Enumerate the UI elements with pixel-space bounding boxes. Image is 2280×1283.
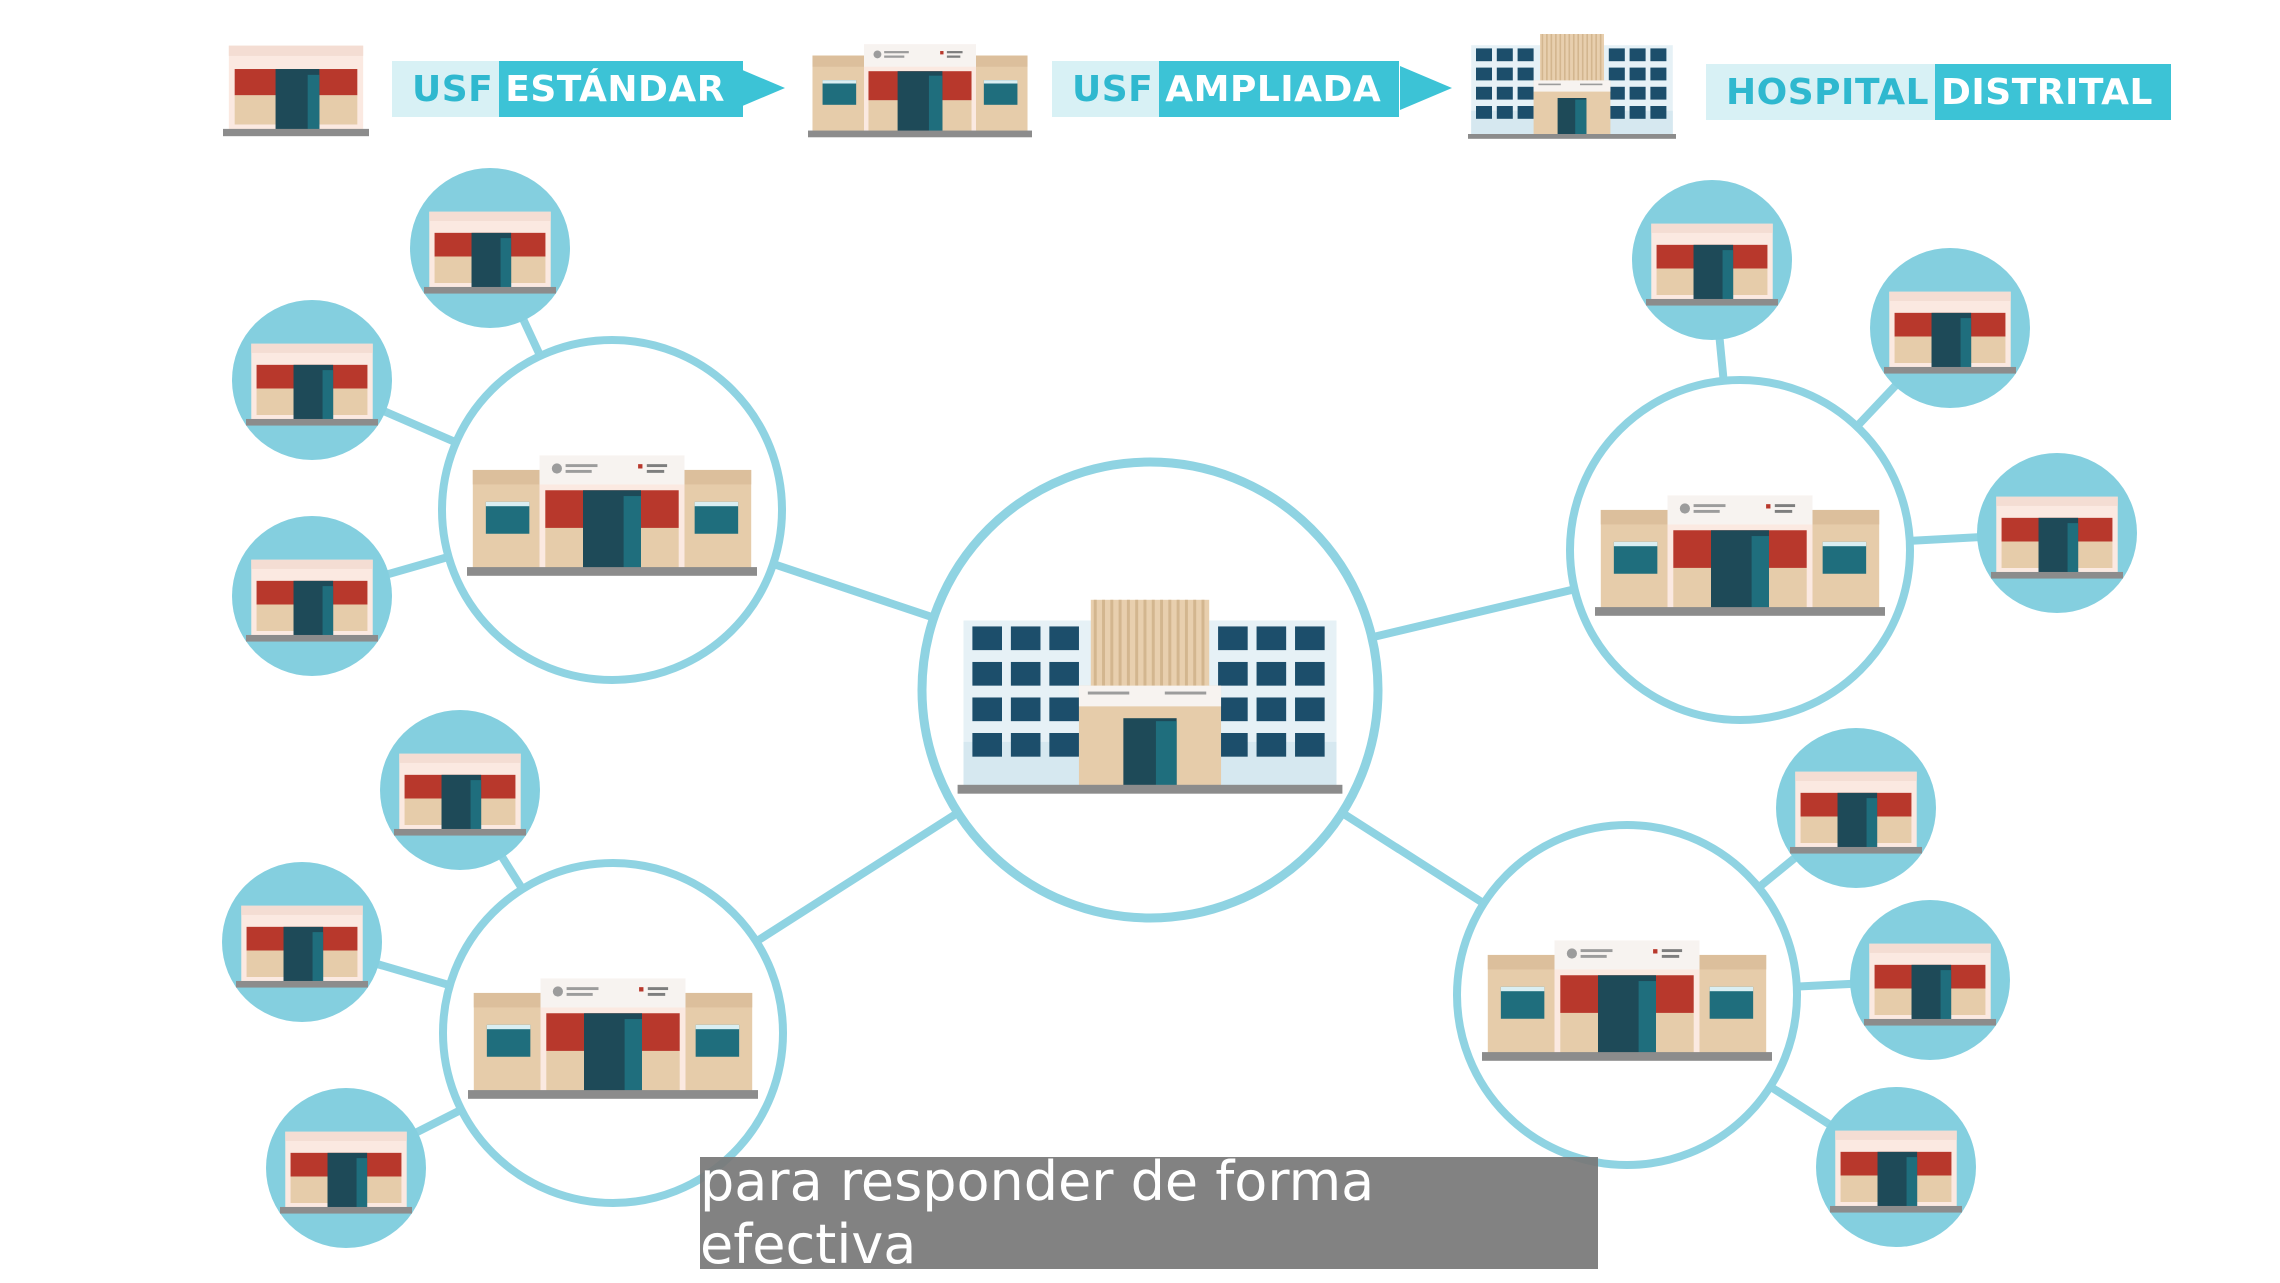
usf-estandar-icon xyxy=(236,905,368,988)
usf-estandar-icon xyxy=(246,343,378,426)
arrow-right-icon xyxy=(1400,66,1452,110)
usf-estandar-node xyxy=(1977,453,2137,613)
arrow-right-icon xyxy=(733,66,785,110)
usf-estandar-node xyxy=(1870,248,2030,408)
usf-estandar-icon xyxy=(1790,771,1922,854)
legend-suffix: DISTRITAL xyxy=(1935,64,2171,120)
usf-ampliada-node xyxy=(439,859,787,1207)
usf-estandar-node xyxy=(380,710,540,870)
legend-hospital-distrital-icon xyxy=(1468,34,1676,139)
usf-estandar-icon xyxy=(424,211,556,294)
legend-suffix: ESTÁNDAR xyxy=(499,61,744,117)
usf-ampliada-icon xyxy=(1595,495,1885,616)
usf-ampliada-icon xyxy=(467,455,757,576)
legend-usf-estandar-icon xyxy=(223,45,369,137)
usf-estandar-icon xyxy=(246,559,378,642)
usf-estandar-node xyxy=(410,168,570,328)
usf-estandar-node xyxy=(222,862,382,1022)
legend-prefix: USF xyxy=(1052,61,1160,117)
hospital-distrital-node xyxy=(917,457,1383,923)
legend-prefix: HOSPITAL xyxy=(1706,64,1936,120)
usf-ampliada-icon xyxy=(1482,940,1772,1061)
usf-estandar-node xyxy=(1816,1087,1976,1247)
usf-ampliada-node xyxy=(1566,376,1914,724)
usf-estandar-node xyxy=(266,1088,426,1248)
usf-estandar-icon xyxy=(1830,1130,1962,1213)
usf-estandar-icon xyxy=(1864,943,1996,1026)
usf-estandar-icon xyxy=(1646,223,1778,306)
legend-suffix: AMPLIADA xyxy=(1159,61,1400,117)
usf-estandar-icon xyxy=(1884,291,2016,374)
usf-estandar-node xyxy=(232,516,392,676)
usf-ampliada-node xyxy=(438,336,786,684)
legend-icons xyxy=(223,34,1676,139)
legend-usf-ampliada-icon xyxy=(808,44,1032,138)
usf-estandar-node xyxy=(1632,180,1792,340)
legend-label-usf-estandar: USF ESTÁNDAR xyxy=(392,61,744,117)
usf-ampliada-node xyxy=(1453,821,1801,1169)
nodes xyxy=(222,168,2137,1248)
usf-estandar-node xyxy=(232,300,392,460)
legend-label-usf-ampliada: USF AMPLIADA xyxy=(1052,61,1400,117)
legend-prefix: USF xyxy=(392,61,500,117)
usf-estandar-icon xyxy=(1991,496,2123,579)
usf-estandar-icon xyxy=(394,753,526,836)
usf-estandar-node xyxy=(1850,900,2010,1060)
usf-estandar-icon xyxy=(280,1131,412,1214)
usf-ampliada-icon xyxy=(468,978,758,1099)
subtitle-caption: para responder de forma efectiva xyxy=(700,1150,1598,1276)
hospital-distrital-icon xyxy=(957,599,1343,794)
legend-label-hospital-distrital: HOSPITAL DISTRITAL xyxy=(1706,64,2171,120)
usf-estandar-node xyxy=(1776,728,1936,888)
